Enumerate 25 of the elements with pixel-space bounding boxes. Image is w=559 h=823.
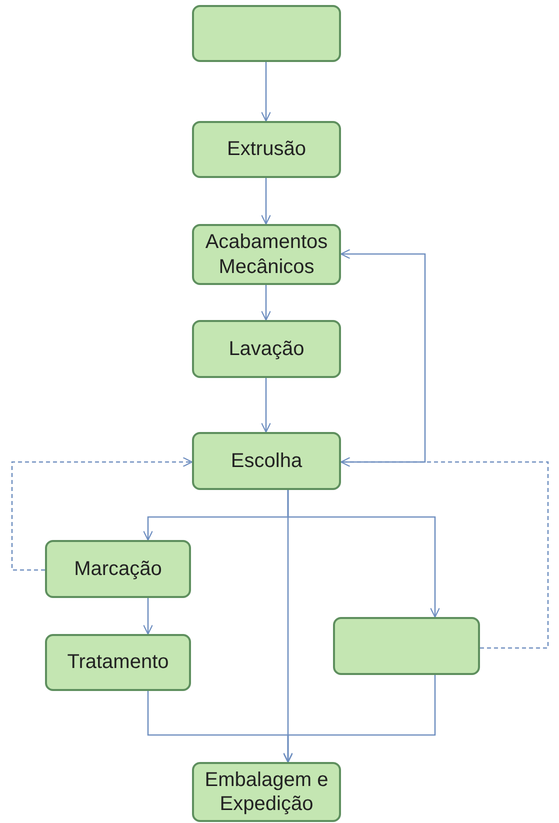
node-label: Escolha xyxy=(230,448,302,474)
process-box xyxy=(192,5,341,62)
process-box xyxy=(192,432,341,490)
arrow xyxy=(260,285,272,321)
arrow xyxy=(260,62,272,122)
node-label: Tratamento xyxy=(67,650,169,675)
node-label: Extrusão xyxy=(227,137,306,162)
arrow xyxy=(260,178,272,225)
process-box xyxy=(192,320,341,378)
arrow xyxy=(282,675,436,763)
process-box xyxy=(192,224,341,285)
arrow xyxy=(340,248,426,463)
node-label: Lavação xyxy=(228,336,304,362)
dashed-arrow xyxy=(340,456,549,649)
process-box xyxy=(192,762,341,822)
node-label: Marcação xyxy=(74,556,162,582)
arrow xyxy=(260,378,272,433)
arrow xyxy=(142,598,154,635)
node-label: Acabamentos Mecânicos xyxy=(204,230,329,279)
process-box xyxy=(192,121,341,178)
process-box xyxy=(333,617,480,675)
process-box xyxy=(45,634,191,691)
node-label: Embalagem e Expedição xyxy=(204,768,330,816)
dashed-arrow xyxy=(11,456,193,571)
process-box xyxy=(45,540,191,598)
